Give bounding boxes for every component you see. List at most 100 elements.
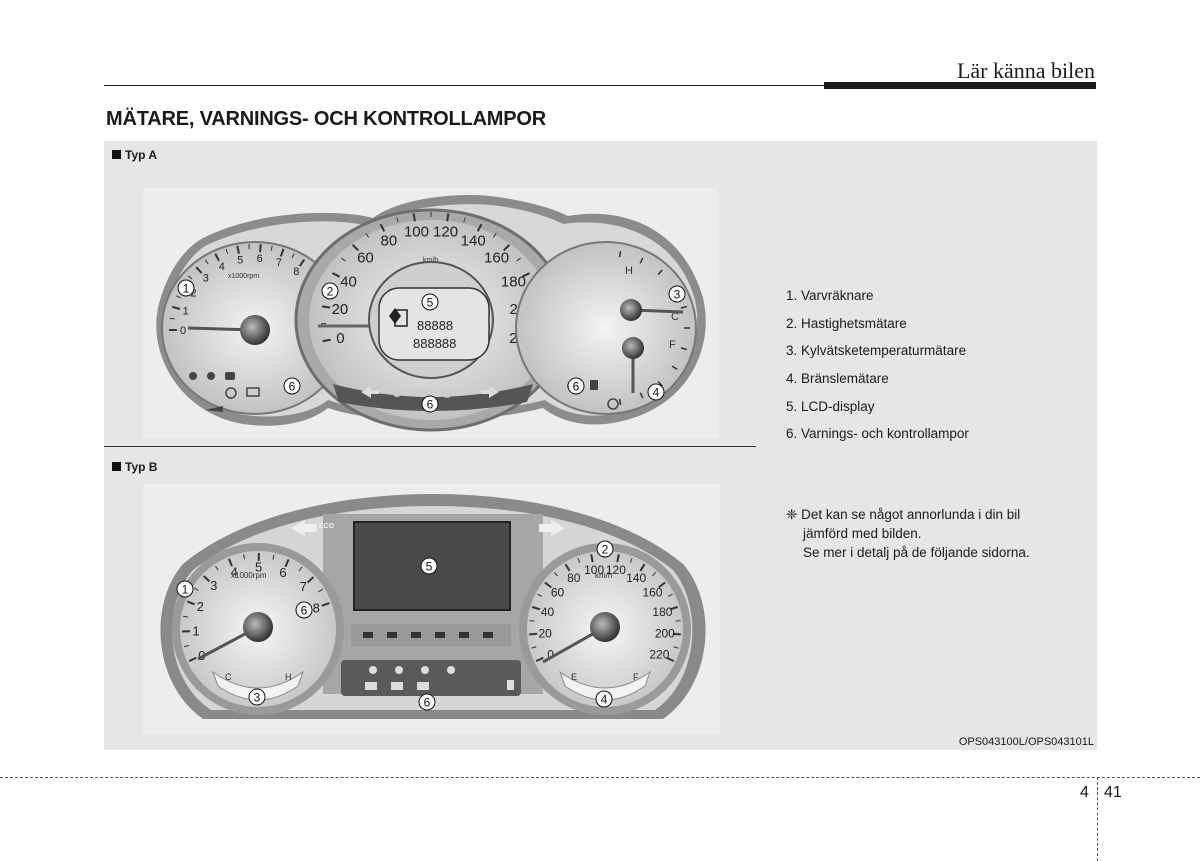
gauge-tick — [225, 248, 229, 254]
esc-icon — [607, 398, 619, 410]
callout-marker — [176, 580, 194, 598]
gauge-tick — [667, 593, 673, 597]
gauge-tick — [553, 572, 559, 577]
car-b-icon — [369, 666, 377, 674]
temp-b-gauge — [211, 670, 305, 701]
gauge-tick — [657, 381, 663, 387]
callout-number: 1 — [183, 282, 190, 296]
callout-marker — [421, 395, 439, 413]
fuel-b-empty-label: E — [571, 672, 577, 682]
callout-number: 3 — [674, 288, 681, 302]
gauge-tick — [171, 305, 181, 310]
turn-left-icon-tail — [371, 390, 379, 394]
warning-icons-b-row1 — [363, 632, 493, 638]
gauge-tick — [187, 275, 193, 280]
type-a-label: Typ A — [112, 148, 157, 162]
gauge-tick — [590, 554, 594, 563]
gauge-tick — [463, 217, 466, 223]
callout-marker — [420, 557, 438, 575]
gauge-tick-label: 6 — [279, 565, 286, 580]
fuel-hub — [622, 337, 644, 359]
gauge-tick — [321, 305, 331, 309]
type-b-text: Typ B — [125, 460, 158, 474]
gauge-tick-label: 100 — [584, 563, 604, 577]
gauge-tick — [672, 632, 681, 636]
callout-marker — [177, 279, 195, 297]
gauge-tick-label: 20 — [538, 626, 552, 640]
gauge-tick — [521, 272, 531, 278]
gauge-tick — [680, 347, 687, 351]
coolant-icon — [411, 632, 421, 638]
gauge-tick — [331, 272, 341, 278]
callout-marker — [295, 601, 313, 619]
chapter-title: Lär känna bilen — [956, 58, 1095, 83]
gauge-tick-label: 180 — [652, 605, 672, 619]
gauge-tick — [202, 575, 211, 583]
callout-marker — [668, 285, 686, 303]
note-line-2: jämförd med bilden. — [803, 526, 922, 541]
gauge-tick-label: 160 — [642, 585, 662, 599]
header-rule — [104, 85, 824, 86]
callout-marker — [321, 282, 339, 300]
gauge-tick — [618, 251, 622, 258]
lamp-icon — [225, 372, 235, 380]
type-a-text: Typ A — [125, 148, 157, 162]
gauge-tick — [351, 244, 360, 252]
lcd-digits-trip: 888888 — [413, 336, 456, 351]
gauge-tick — [186, 600, 195, 606]
gauge-tick — [412, 213, 416, 222]
gauge-tick-label: 60 — [357, 250, 374, 267]
callout-marker — [248, 688, 266, 706]
gauge-tick — [529, 620, 535, 622]
gauge-tick-label: 0 — [198, 648, 205, 663]
gauge-tick-label: 4 — [219, 261, 225, 273]
tacho-unit-label: x1000rpm — [228, 273, 259, 280]
gauge-tick — [291, 253, 295, 259]
gauge-tick-label: 0 — [547, 648, 554, 662]
note: ❈ Det kan se något annorlunda i din bil … — [786, 505, 1086, 562]
airbag-icon — [189, 372, 197, 380]
callout-marker — [595, 690, 613, 708]
gauge-tick — [182, 615, 189, 618]
callout-marker — [596, 540, 614, 558]
gauge-tick-label: 8 — [293, 266, 299, 278]
note-symbol: ❈ — [786, 507, 798, 522]
gauge-tick-label: 140 — [461, 232, 486, 249]
gauge-tick — [629, 557, 633, 563]
battery-b-icon — [365, 682, 377, 690]
warning-icons-left — [189, 372, 260, 412]
fuel-icon — [590, 380, 598, 390]
fuel-b-full-label: F — [633, 672, 639, 682]
fuel-b-gauge — [558, 670, 652, 701]
section-title: MÄTARE, VARNINGS- OCH KONTROLLAMPOR — [106, 108, 547, 130]
gauge-tick — [298, 566, 303, 572]
gauge-tick — [671, 365, 678, 370]
legend-item: 2. Hastighetsmätare — [786, 315, 907, 331]
callout-number: 6 — [573, 380, 580, 394]
gauge-tick-label: 1 — [192, 624, 199, 639]
rear-fog-icon — [483, 632, 493, 638]
callout-marker — [567, 377, 585, 395]
temp-fuel-dial — [515, 241, 697, 415]
gauge-tick-label: 0 — [336, 330, 344, 347]
gauge-tick — [379, 223, 386, 232]
gauge-tick — [666, 656, 675, 663]
gauge-tick — [396, 217, 399, 223]
brake-icon — [441, 386, 453, 398]
gauge-tick — [259, 244, 262, 253]
turn-left-b-icon — [291, 520, 305, 536]
gauge-tick-label: 0 — [180, 325, 186, 337]
gauge-tick — [243, 554, 246, 560]
callout-number: 5 — [426, 560, 433, 574]
gauge-tick-label: 220 — [649, 648, 669, 662]
warning-row-2 — [341, 660, 521, 696]
gauge-tick — [492, 233, 497, 238]
gauge-tick — [204, 259, 209, 265]
gauge-tick-label: 2 — [190, 287, 196, 299]
gauge-tick-label: 1 — [183, 305, 189, 317]
gauge-tick-label: 80 — [380, 232, 397, 249]
